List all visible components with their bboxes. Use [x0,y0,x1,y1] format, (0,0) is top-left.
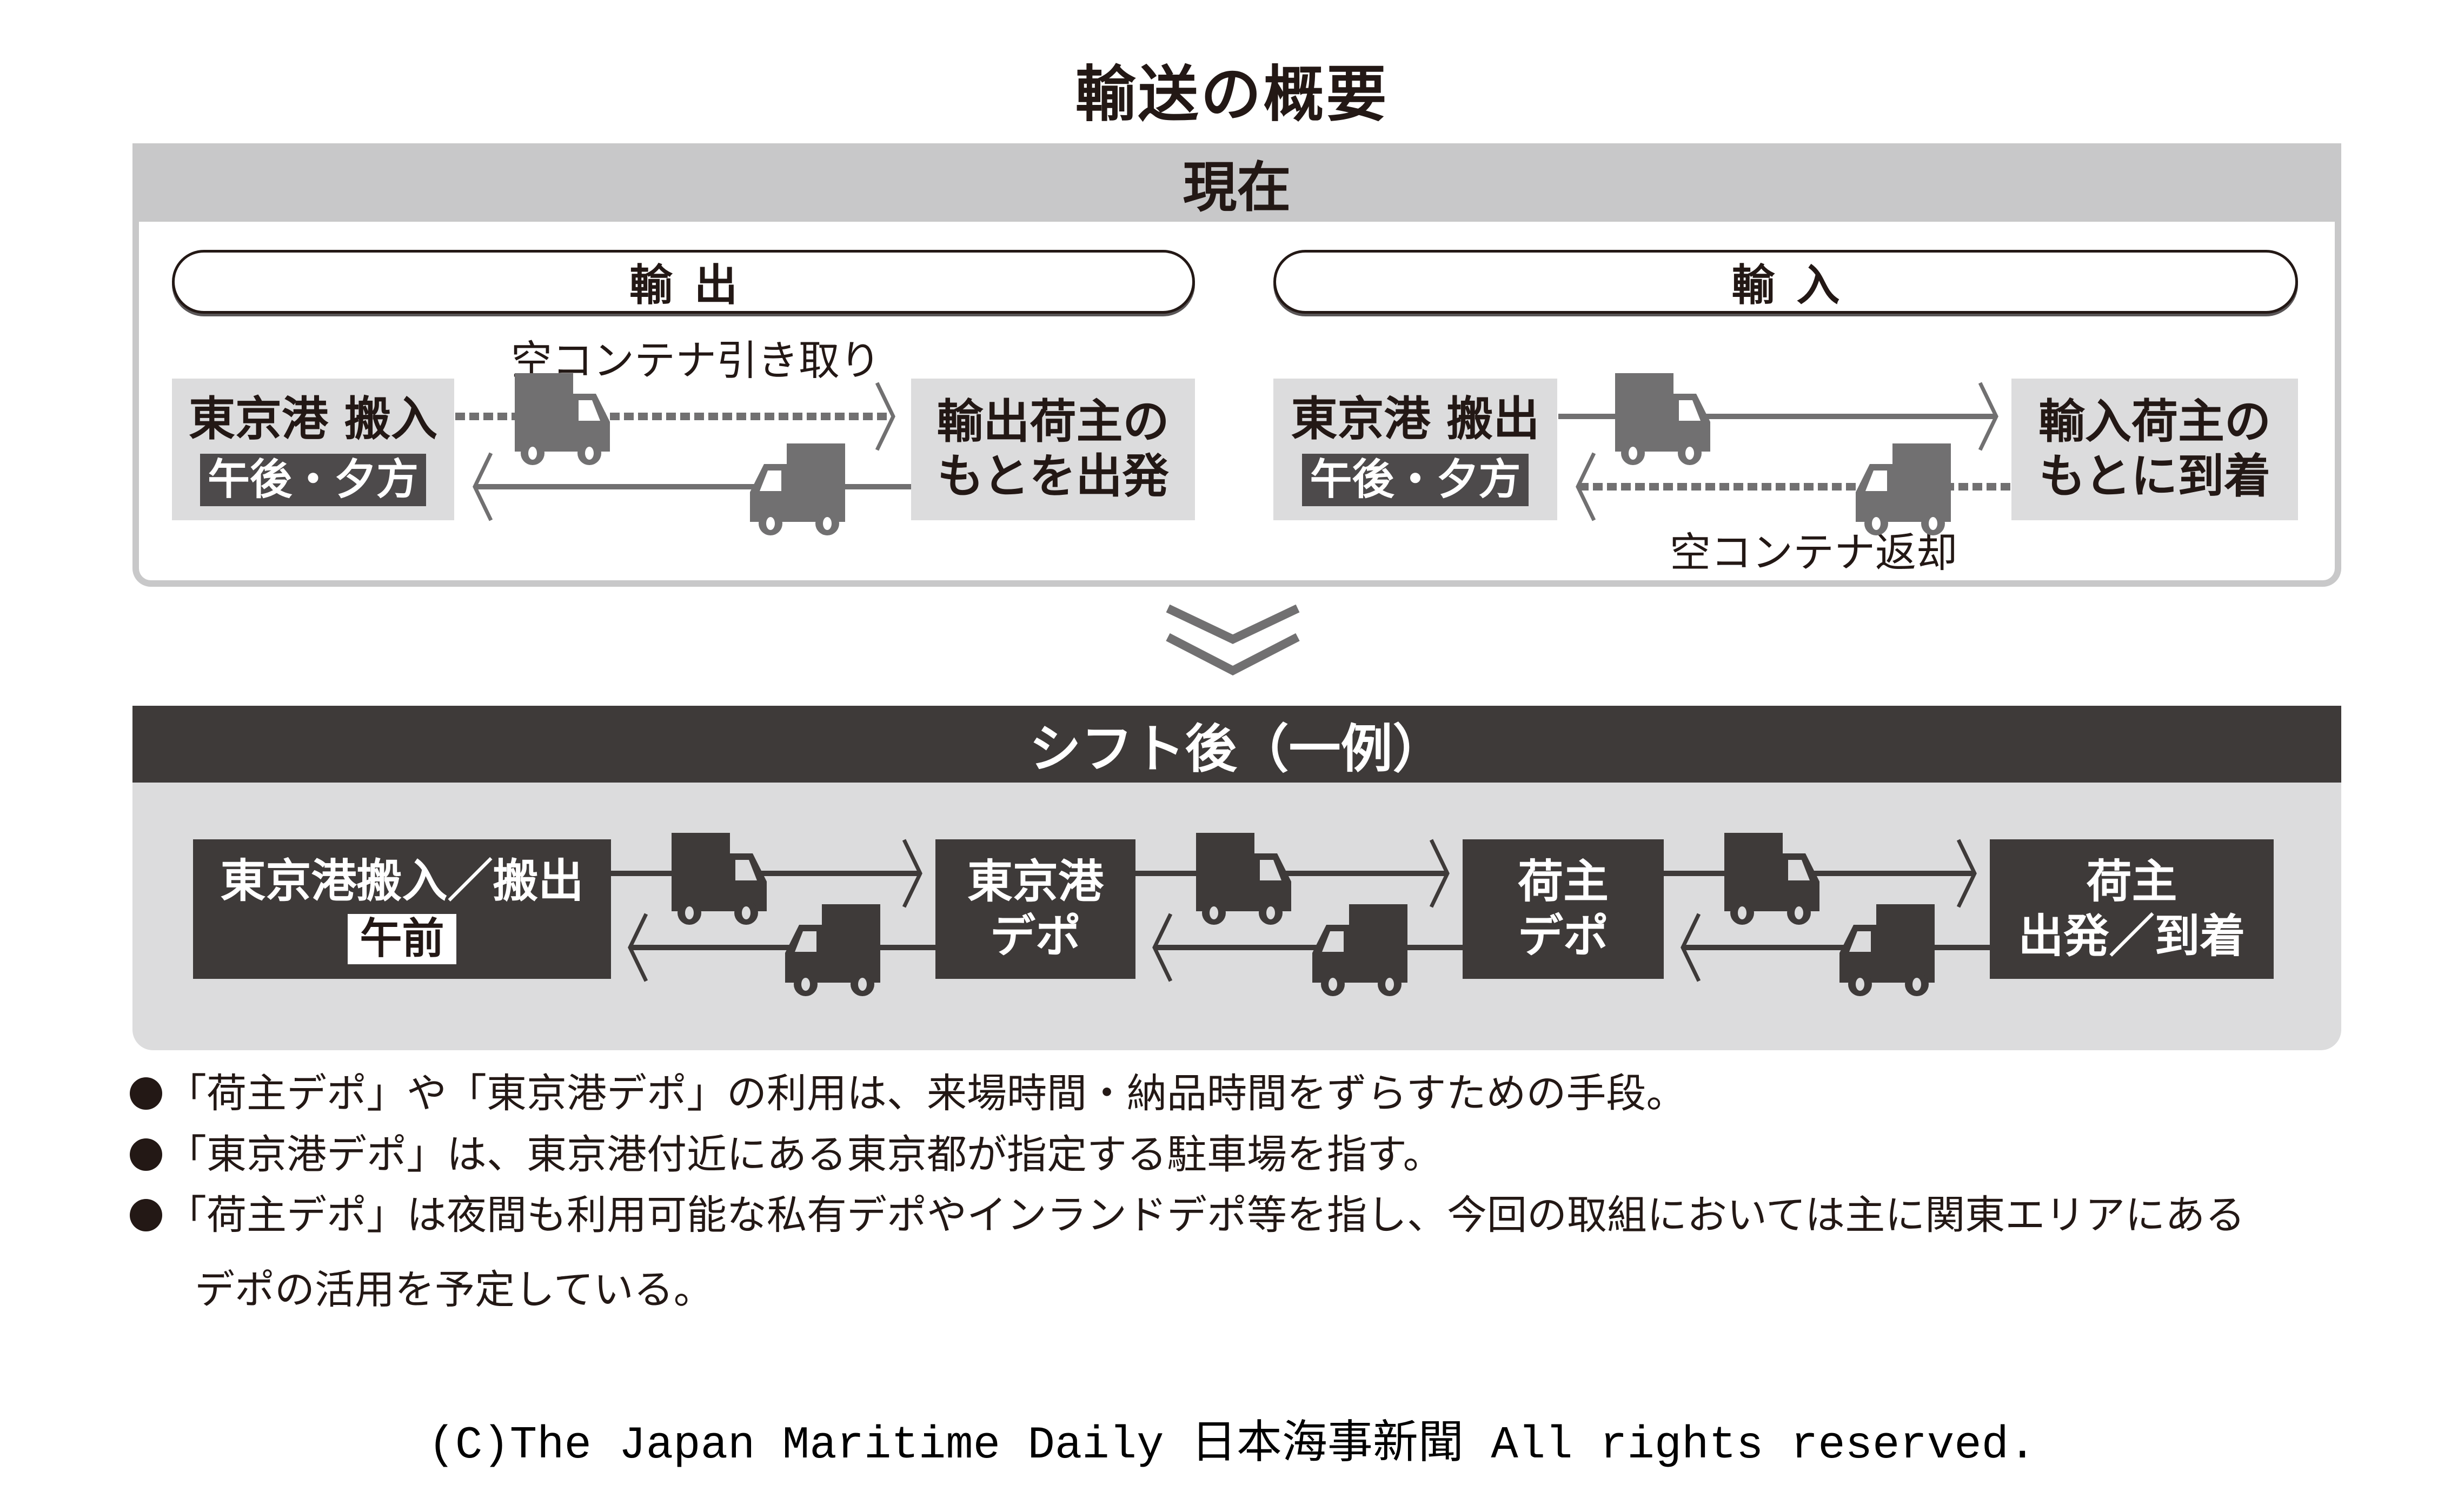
shift-node-label: 東京港搬入／搬出 [220,854,584,907]
shift-section-header: シフト後（一例） [132,706,2341,783]
arrowhead-icon [875,382,895,451]
truck-icon [1839,904,1935,996]
export-shipper-line1: 輸出荷主の [937,394,1170,449]
truck-icon [515,373,610,465]
note-continuation: デポの活用を予定している。 [195,1267,714,1313]
import-shipper-box: 輸入荷主の もとに到着 [2011,379,2298,520]
note-text: 「荷主デポ」や「東京港デポ」の利用は、来場時間・納品時間をずらすための手段。 [167,1070,1686,1117]
truck-icon [1312,904,1407,996]
arrowhead-icon [1576,452,1596,521]
arrowhead-icon [1152,913,1173,982]
export-pill-label: 輸出 [629,260,759,310]
note-item: 「荷主デポ」や「東京港デポ」の利用は、来場時間・納品時間をずらすための手段。 [130,1073,1686,1114]
export-port-label: 東京港 搬入 [189,392,437,446]
current-section-header: 現在 [132,143,2341,222]
bullet-icon [130,1199,162,1231]
import-shipper-line1: 輸入荷主の [2038,394,2271,449]
arrowhead-icon [902,839,922,908]
note-text: 「荷主デポ」は夜間も利用可能な私有デポやインランドデポ等を指し、今回の取組におい… [167,1192,2246,1238]
truck-icon [1615,373,1710,465]
shift-node-label: 東京港 [967,855,1104,909]
shift-node-label: デポ [1517,910,1609,963]
arrowhead-icon [473,452,493,521]
bullet-icon [130,1077,162,1110]
export-port-box: 東京港 搬入 午後・夕方 [172,379,454,520]
truck-icon [1196,833,1291,925]
diagram-title: 輸送の概要 [1075,59,1389,130]
truck-icon [750,443,845,535]
shift-node-label: 荷主 [2086,855,2177,909]
note-text: 「東京港デポ」は、東京港付近にある東京都が指定する駐車場を指す。 [167,1131,1443,1178]
shift-node-port-depot: 東京港 デポ [935,839,1135,979]
export-shipper-line2: もとを出発 [937,449,1169,503]
export-shipper-box: 輸出荷主の もとを出発 [911,379,1195,520]
export-time-badge: 午後・夕方 [200,453,426,507]
import-time-badge: 午後・夕方 [1302,453,1529,507]
shift-node-port-in-out: 東京港搬入／搬出 午前 [193,839,611,979]
arrowhead-icon [1956,839,1977,908]
chevron-down-icon [1166,633,1300,676]
arrowhead-icon [1429,839,1450,908]
shift-node-shipper: 荷主 出発／到着 [1990,839,2274,979]
truck-icon [1856,443,1951,535]
shift-node-label: 荷主 [1517,855,1609,909]
note-item: 「東京港デポ」は、東京港付近にある東京都が指定する駐車場を指す。 [130,1135,1443,1175]
arrowhead-icon [1681,913,1701,982]
import-pill: 輸入 [1273,250,2298,314]
note-item: 「荷主デポ」は夜間も利用可能な私有デポやインランドデポ等を指し、今回の取組におい… [130,1195,2245,1235]
chevron-down-icon [1166,604,1300,644]
copyright-footer: (C)The Japan Maritime Daily 日本海事新聞 All r… [428,1420,2036,1472]
import-shipper-line2: もとに到着 [2038,449,2271,503]
truck-icon [672,833,767,925]
import-pill-label: 輸入 [1731,260,1862,310]
import-port-label: 東京港 搬出 [1291,392,1540,446]
arrowhead-icon [628,913,648,982]
truck-icon [1724,833,1819,925]
bullet-icon [130,1138,162,1171]
shift-node-label: 出発／到着 [2018,910,2246,963]
export-pill: 輸出 [172,250,1195,314]
truck-icon [785,904,880,996]
import-port-box: 東京港 搬出 午後・夕方 [1273,379,1557,520]
shift-node-label: デポ [989,910,1081,963]
arrowhead-icon [1978,382,1998,451]
shift-node-shipper-depot: 荷主 デポ [1463,839,1664,979]
import-empty-container-label: 空コンテナ返却 [1670,528,1957,576]
shift-node-time-badge: 午前 [348,913,456,965]
